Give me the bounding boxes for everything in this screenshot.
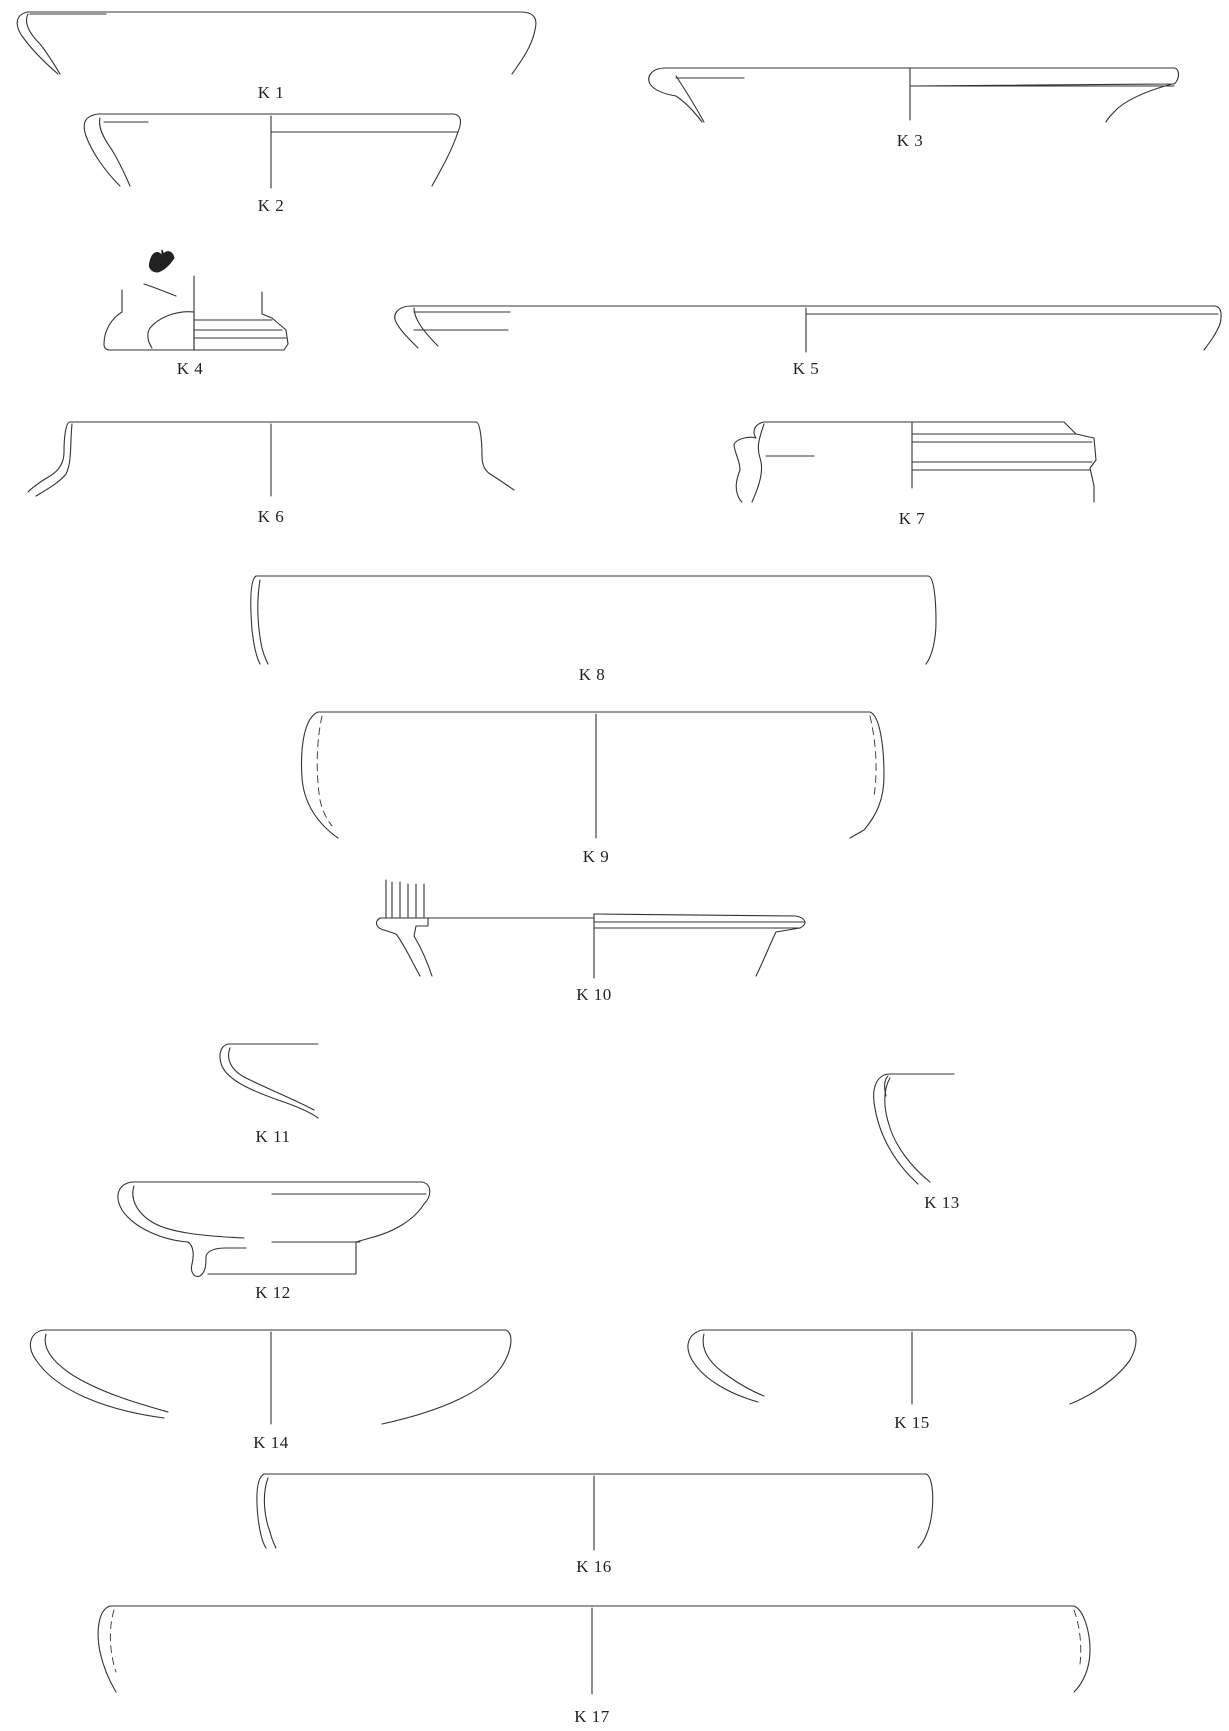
profile-k16: [256, 1473, 934, 1551]
profile-k11: [219, 1043, 319, 1119]
label-k13: K 13: [924, 1193, 960, 1212]
label-k7: K 7: [899, 509, 926, 528]
profile-k2: [83, 113, 462, 189]
label-k5: K 5: [793, 359, 820, 378]
profile-k7: [733, 421, 1097, 503]
profile-k9: [301, 711, 885, 839]
profile-k15: [687, 1329, 1137, 1405]
label-k1: K 1: [258, 83, 285, 102]
label-k11: K 11: [256, 1127, 291, 1146]
profile-k8: [250, 575, 937, 665]
profile-k6: [27, 421, 515, 497]
profile-k13: [873, 1073, 955, 1185]
profile-k17: [97, 1605, 1091, 1695]
label-k14: K 14: [253, 1433, 289, 1452]
label-k16: K 16: [576, 1557, 612, 1576]
profile-k3: [648, 67, 1180, 123]
label-k15: K 15: [894, 1413, 930, 1432]
profile-k4: [103, 249, 289, 351]
label-k12: K 12: [255, 1283, 291, 1302]
label-k17: K 17: [574, 1707, 610, 1726]
label-k3: K 3: [897, 131, 924, 150]
profile-k1: [16, 11, 537, 75]
label-k6: K 6: [258, 507, 285, 526]
profile-k5: [394, 305, 1222, 353]
label-k2: K 2: [258, 196, 285, 215]
label-k9: K 9: [583, 847, 610, 866]
profile-k10: [375, 879, 806, 979]
label-k4: K 4: [177, 359, 204, 378]
label-k8: K 8: [579, 665, 606, 684]
label-k10: K 10: [576, 985, 612, 1004]
profile-k12: [117, 1181, 431, 1277]
profile-k14: [29, 1329, 512, 1425]
